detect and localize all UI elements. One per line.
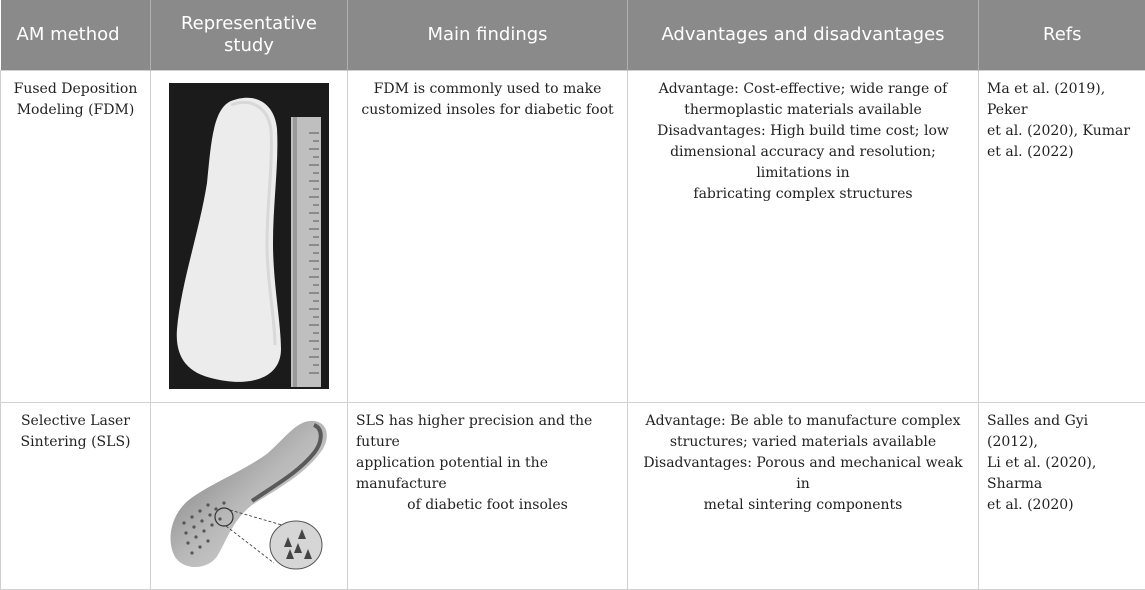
sls-insole-render-icon bbox=[164, 413, 334, 573]
method-line: Sintering (SLS) bbox=[9, 432, 142, 453]
findings-line: SLS has higher precision and the future bbox=[356, 411, 619, 453]
cell-refs: Salles and Gyi (2012), Li et al. (2020),… bbox=[979, 402, 1145, 589]
header-main-findings: Main findings bbox=[348, 0, 628, 70]
adv-line: Advantage: Be able to manufacture comple… bbox=[636, 411, 970, 432]
header-refs: Refs bbox=[979, 0, 1145, 70]
cell-main-findings: SLS has higher precision and the future … bbox=[348, 402, 628, 589]
adv-line: thermoplastic materials available bbox=[636, 100, 970, 121]
refs-line: Li et al. (2020), Sharma bbox=[987, 453, 1137, 495]
cell-am-method: Fused Deposition Modeling (FDM) bbox=[1, 70, 151, 402]
method-line: Selective Laser bbox=[9, 411, 142, 432]
cell-refs: Ma et al. (2019), Peker et al. (2020), K… bbox=[979, 70, 1145, 402]
adv-line: fabricating complex structures bbox=[636, 184, 970, 205]
findings-line: FDM is commonly used to make bbox=[356, 79, 619, 100]
cell-am-method: Selective Laser Sintering (SLS) bbox=[1, 402, 151, 589]
findings-line: application potential in the manufacture bbox=[356, 453, 619, 495]
findings-line: of diabetic foot insoles bbox=[356, 495, 619, 516]
cell-representative-study bbox=[151, 70, 348, 402]
method-line: Modeling (FDM) bbox=[9, 100, 142, 121]
refs-line: et al. (2022) bbox=[987, 142, 1137, 163]
adv-line: Disadvantages: Porous and mechanical wea… bbox=[636, 453, 970, 495]
refs-line: Ma et al. (2019), Peker bbox=[987, 79, 1137, 121]
refs-line: et al. (2020) bbox=[987, 495, 1137, 516]
adv-line: Disadvantages: High build time cost; low bbox=[636, 121, 970, 142]
adv-line: Advantage: Cost-effective; wide range of bbox=[636, 79, 970, 100]
cell-advantages-disadvantages: Advantage: Be able to manufacture comple… bbox=[628, 402, 979, 589]
adv-line: structures; varied materials available bbox=[636, 432, 970, 453]
header-am-method: AM method bbox=[1, 0, 151, 70]
table-row: Fused Deposition Modeling (FDM) bbox=[1, 70, 1145, 402]
header-advantages-disadvantages: Advantages and disadvantages bbox=[628, 0, 979, 70]
cell-main-findings: FDM is commonly used to make customized … bbox=[348, 70, 628, 402]
method-line: Fused Deposition bbox=[9, 79, 142, 100]
findings-line: customized insoles for diabetic foot bbox=[356, 100, 619, 121]
adv-line: metal sintering components bbox=[636, 495, 970, 516]
cell-representative-study bbox=[151, 402, 348, 589]
table-header: AM method Representative study Main find… bbox=[1, 0, 1145, 70]
table-row: Selective Laser Sintering (SLS) bbox=[1, 402, 1145, 589]
fdm-insole-photo-icon bbox=[169, 83, 329, 389]
refs-line: Salles and Gyi (2012), bbox=[987, 411, 1137, 453]
header-representative-study: Representative study bbox=[151, 0, 348, 70]
cell-advantages-disadvantages: Advantage: Cost-effective; wide range of… bbox=[628, 70, 979, 402]
header-row: AM method Representative study Main find… bbox=[1, 0, 1145, 70]
refs-line: et al. (2020), Kumar bbox=[987, 121, 1137, 142]
adv-line: dimensional accuracy and resolution; lim… bbox=[636, 142, 970, 184]
